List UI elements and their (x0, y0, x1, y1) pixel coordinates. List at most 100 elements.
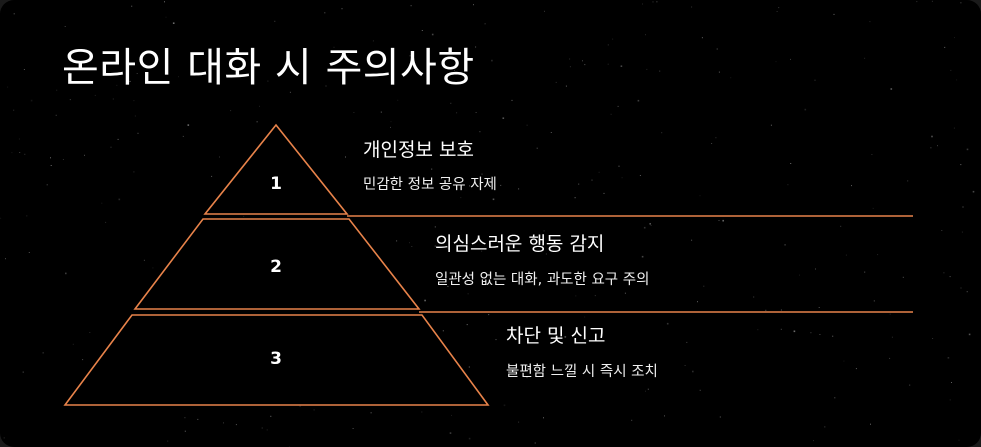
star-speck (730, 77, 732, 79)
star-speck (711, 143, 713, 144)
star-speck (152, 267, 154, 269)
star-speck (460, 197, 462, 199)
star-speck (503, 404, 506, 407)
star-speck (607, 63, 609, 65)
star-speck (661, 132, 663, 134)
star-speck (133, 171, 135, 173)
page-title: 온라인 대화 시 주의사항 (62, 45, 475, 91)
star-speck (411, 246, 413, 247)
star-speck (449, 432, 452, 434)
star-speck (69, 99, 71, 101)
star-speck (722, 219, 724, 222)
star-speck (18, 138, 20, 140)
star-speck (219, 156, 220, 158)
star-speck (28, 252, 30, 253)
star-speck (686, 341, 688, 343)
star-speck (424, 299, 426, 302)
star-speck (873, 300, 875, 302)
star-speck (832, 335, 834, 337)
star-speck (431, 168, 433, 170)
star-speck (701, 37, 703, 39)
star-speck (110, 146, 112, 148)
star-speck (617, 105, 619, 107)
star-speck (536, 147, 538, 149)
star-speck (684, 365, 686, 366)
star-speck (380, 111, 382, 113)
star-speck (473, 4, 474, 6)
star-speck (598, 171, 600, 173)
star-speck (105, 221, 107, 223)
star-speck (645, 390, 646, 392)
star-speck (591, 179, 593, 181)
star-speck (50, 157, 51, 159)
tier-3-label: 차단 및 신고 불편함 느낄 시 즉시 조치 (506, 324, 658, 382)
star-speck (62, 159, 64, 160)
star-speck (569, 66, 571, 68)
star-speck (475, 46, 477, 48)
star-speck (94, 94, 96, 96)
star-speck (834, 397, 836, 399)
star-speck (13, 13, 15, 15)
star-speck (495, 339, 497, 341)
star-speck (223, 422, 224, 424)
star-speck (118, 198, 121, 201)
star-speck (564, 336, 567, 338)
star-speck (584, 316, 586, 318)
tier-1-description: 민감한 정보 공유 자제 (363, 177, 497, 193)
star-speck (64, 26, 66, 27)
star-speck (864, 271, 866, 273)
tier-2-description: 일관성 없는 대화, 과도한 요구 주의 (435, 272, 650, 288)
star-speck (526, 377, 528, 379)
tier-1-number: 1 (270, 174, 282, 194)
star-speck (13, 109, 15, 111)
star-speck (966, 291, 968, 293)
star-speck (639, 175, 641, 176)
star-speck (699, 195, 701, 197)
star-speck (565, 85, 567, 87)
star-speck (646, 68, 648, 70)
star-speck (500, 184, 502, 186)
star-speck (697, 301, 698, 303)
star-speck (620, 65, 623, 67)
star-speck (664, 415, 665, 417)
star-speck (481, 173, 483, 175)
star-speck (143, 259, 145, 261)
star-speck (647, 388, 649, 390)
pyramid-tier-2 (133, 218, 421, 310)
star-speck (962, 206, 964, 208)
star-speck (22, 371, 24, 373)
star-speck (415, 155, 417, 157)
star-speck (930, 147, 932, 149)
star-speck (184, 417, 186, 419)
star-speck (396, 240, 398, 242)
star-speck (440, 178, 442, 180)
star-speck (637, 99, 640, 102)
star-speck (833, 13, 835, 15)
star-speck (289, 91, 291, 93)
star-speck (916, 1, 918, 3)
star-speck (569, 58, 571, 60)
star-speck (824, 426, 826, 428)
star-speck (42, 352, 44, 354)
star-speck (793, 330, 796, 333)
star-speck (621, 177, 623, 179)
star-speck (409, 242, 410, 244)
star-speck (799, 274, 800, 276)
star-speck (345, 156, 346, 158)
tier-1-label: 개인정보 보호 민감한 정보 공유 자제 (363, 138, 497, 195)
star-speck (943, 272, 945, 274)
star-speck (624, 292, 626, 294)
star-speck (765, 309, 767, 311)
star-speck (116, 84, 118, 86)
star-speck (819, 334, 821, 335)
star-speck (703, 285, 705, 287)
star-speck (869, 21, 871, 23)
star-speck (949, 399, 951, 401)
star-speck (890, 88, 893, 90)
star-speck (776, 11, 778, 12)
pyramid-tier-1 (203, 123, 349, 215)
star-speck (411, 51, 413, 53)
star-speck (578, 183, 580, 185)
star-speck (481, 250, 483, 252)
star-speck (468, 366, 470, 368)
